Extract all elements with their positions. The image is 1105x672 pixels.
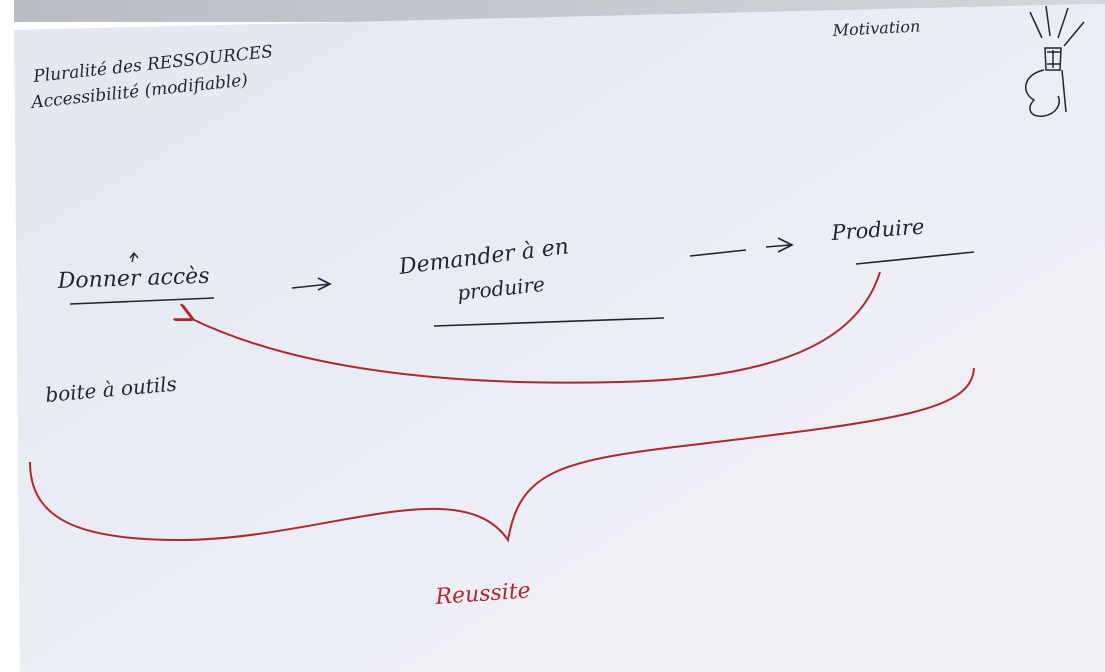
success-brace — [29, 367, 975, 543]
note-motivation: Motivation — [831, 16, 920, 40]
underline-step3 — [855, 251, 975, 265]
step-give-access: Donner accès — [56, 264, 210, 294]
feedback-arrow — [190, 271, 881, 384]
lightbulb-icon — [1024, 5, 1085, 117]
paper — [14, 4, 1105, 672]
arrow-right-icon — [291, 277, 332, 291]
underline-step2 — [433, 317, 665, 327]
underline-step1 — [69, 297, 215, 305]
caret-mark — [129, 251, 139, 263]
arrow-right-icon — [689, 237, 794, 257]
